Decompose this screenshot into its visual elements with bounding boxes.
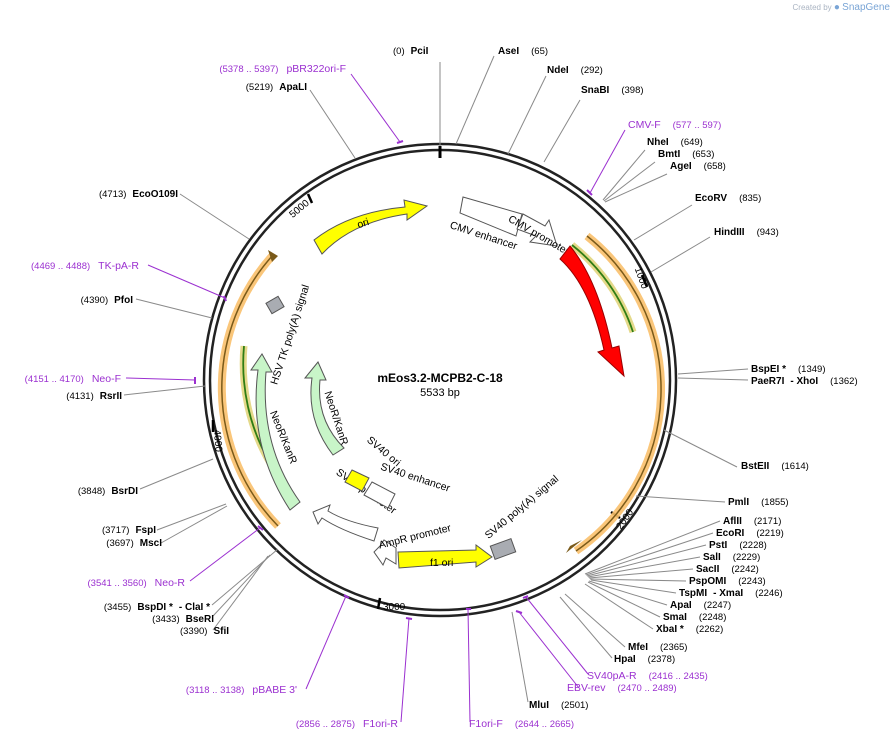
restriction-sites: (0)PciI AseI(65) NdeI(292) SnaBI(398) Nh… xyxy=(66,46,857,711)
primer-leader-lines xyxy=(125,73,626,723)
site-label-bspdi-clai[interactable]: (3455)BspDI *- ClaI * xyxy=(104,602,210,613)
site-label-aflii[interactable]: AflII(2171) xyxy=(723,516,781,527)
primer-label-neo-f[interactable]: (4151 .. 4170)Neo-F xyxy=(25,373,121,385)
site-label-snabi[interactable]: SnaBI(398) xyxy=(581,85,644,96)
plasmid-length: 5533 bp xyxy=(420,387,460,399)
site-label-nhei[interactable]: NheI(649) xyxy=(647,137,703,148)
feature-sv40-polya[interactable]: SV40 poly(A) signal xyxy=(483,473,561,560)
site-label-ecoo109i[interactable]: (4713)EcoO109I xyxy=(99,189,178,200)
feature-neor-kanr-inner[interactable]: NeoR/KanR xyxy=(303,361,350,456)
site-label-hpai[interactable]: HpaI(2378) xyxy=(614,654,675,665)
primer-label-ebv-rev[interactable]: EBV-rev(2470 .. 2489) xyxy=(567,682,677,694)
site-label-ndei[interactable]: NdeI(292) xyxy=(547,65,603,76)
site-label-bspei[interactable]: BspEI *(1349) xyxy=(751,364,825,375)
feature-label: SV40 enhancer xyxy=(379,461,452,495)
site-label-apali[interactable]: (5219)ApaLI xyxy=(246,82,307,93)
credit-text: Created by xyxy=(792,3,832,12)
site-leader-lines xyxy=(123,55,749,703)
primer-label-cmv-f[interactable]: CMV-F(577 .. 597) xyxy=(628,119,721,131)
snapgene-credit: Created by ● SnapGene xyxy=(793,2,890,13)
site-label-psti[interactable]: PstI(2228) xyxy=(709,540,767,551)
site-label-asei[interactable]: AseI(65) xyxy=(498,46,548,57)
site-label-paer7i-xhoi[interactable]: PaeR7I- XhoI(1362) xyxy=(751,376,858,387)
site-label-mlui[interactable]: MluI(2501) xyxy=(529,700,588,711)
site-label-sfii[interactable]: (3390)SfiI xyxy=(180,626,229,637)
plasmid-name: mEos3.2-MCPB2-C-18 xyxy=(377,371,503,385)
primer-label-tk-pa-r[interactable]: (4469 .. 4488)TK-pA-R xyxy=(31,260,139,272)
site-label-xbai[interactable]: XbaI *(2262) xyxy=(656,624,723,635)
site-label-fspi[interactable]: (3717)FspI xyxy=(102,525,156,536)
site-label-msci[interactable]: (3697)MscI xyxy=(106,538,162,549)
feature-label: AmpR promoter xyxy=(377,522,452,552)
site-label-sali[interactable]: SalI(2229) xyxy=(703,552,760,563)
primer-label-f1ori-r[interactable]: (2856 .. 2875)F1ori-R xyxy=(296,718,399,730)
site-label-sacii[interactable]: SacII(2242) xyxy=(696,564,759,575)
site-label-tspmi-xmai[interactable]: TspMI- XmaI(2246) xyxy=(679,588,783,599)
site-label-ecori[interactable]: EcoRI(2219) xyxy=(716,528,784,539)
site-label-bseri[interactable]: (3433)BseRI xyxy=(152,614,214,625)
site-label-apai[interactable]: ApaI(2247) xyxy=(670,600,731,611)
site-label-pcii[interactable]: (0)PciI xyxy=(393,46,429,57)
site-label-ecorv[interactable]: EcoRV(835) xyxy=(695,193,761,204)
site-label-rsrii[interactable]: (4131)RsrII xyxy=(66,391,122,402)
site-label-agei[interactable]: AgeI(658) xyxy=(670,161,726,172)
feature-label: SV40 poly(A) signal xyxy=(483,473,561,541)
feature-ori[interactable]: ori xyxy=(313,199,429,255)
feature-sv40-enhancer[interactable]: SV40 enhancer xyxy=(363,461,452,509)
feature-label: ori xyxy=(356,216,371,231)
primer-label-neo-r[interactable]: (3541 .. 3560)Neo-R xyxy=(88,577,186,589)
site-label-pfoi[interactable]: (4390)PfoI xyxy=(81,295,134,306)
feature-hsv-tk-polya[interactable]: HSV TK poly(A) signal xyxy=(265,283,312,386)
primer-label-f1ori-f[interactable]: F1ori-F(2644 .. 2665) xyxy=(469,718,574,730)
site-label-bsrdi[interactable]: (3848)BsrDI xyxy=(78,486,138,497)
site-label-hindiii[interactable]: HindIII(943) xyxy=(714,227,779,238)
site-label-pmli[interactable]: PmlI(1855) xyxy=(728,497,789,508)
primer-label-pbr322ori-f[interactable]: (5378 .. 5397)pBR322ori-F xyxy=(219,63,346,75)
tick-label: 3000 xyxy=(383,602,406,613)
snapgene-logo-icon: ● xyxy=(833,2,840,13)
primer-label-sv40pa-r[interactable]: SV40pA-R(2416 .. 2435) xyxy=(587,670,708,682)
site-label-pspomi[interactable]: PspOMI(2243) xyxy=(689,576,766,587)
site-label-bmti[interactable]: BmtI(653) xyxy=(658,149,714,160)
site-label-smai[interactable]: SmaI(2248) xyxy=(663,612,726,623)
tick-label: 4000 xyxy=(211,429,224,453)
site-label-bsteii[interactable]: BstEII(1614) xyxy=(741,461,809,472)
feature-label: f1 ori xyxy=(430,557,453,569)
site-label-mfei[interactable]: MfeI(2365) xyxy=(628,642,687,653)
tick-label: 5000 xyxy=(288,198,312,221)
primers: CMV-F(577 .. 597) SV40pA-R(2416 .. 2435)… xyxy=(25,63,722,730)
orf-arrows xyxy=(217,232,665,555)
credit-brand: SnapGene xyxy=(842,2,890,13)
feature-f1-ori[interactable]: f1 ori xyxy=(397,544,493,569)
primer-label-pbabe3[interactable]: (3118 .. 3138)pBABE 3' xyxy=(186,684,297,696)
